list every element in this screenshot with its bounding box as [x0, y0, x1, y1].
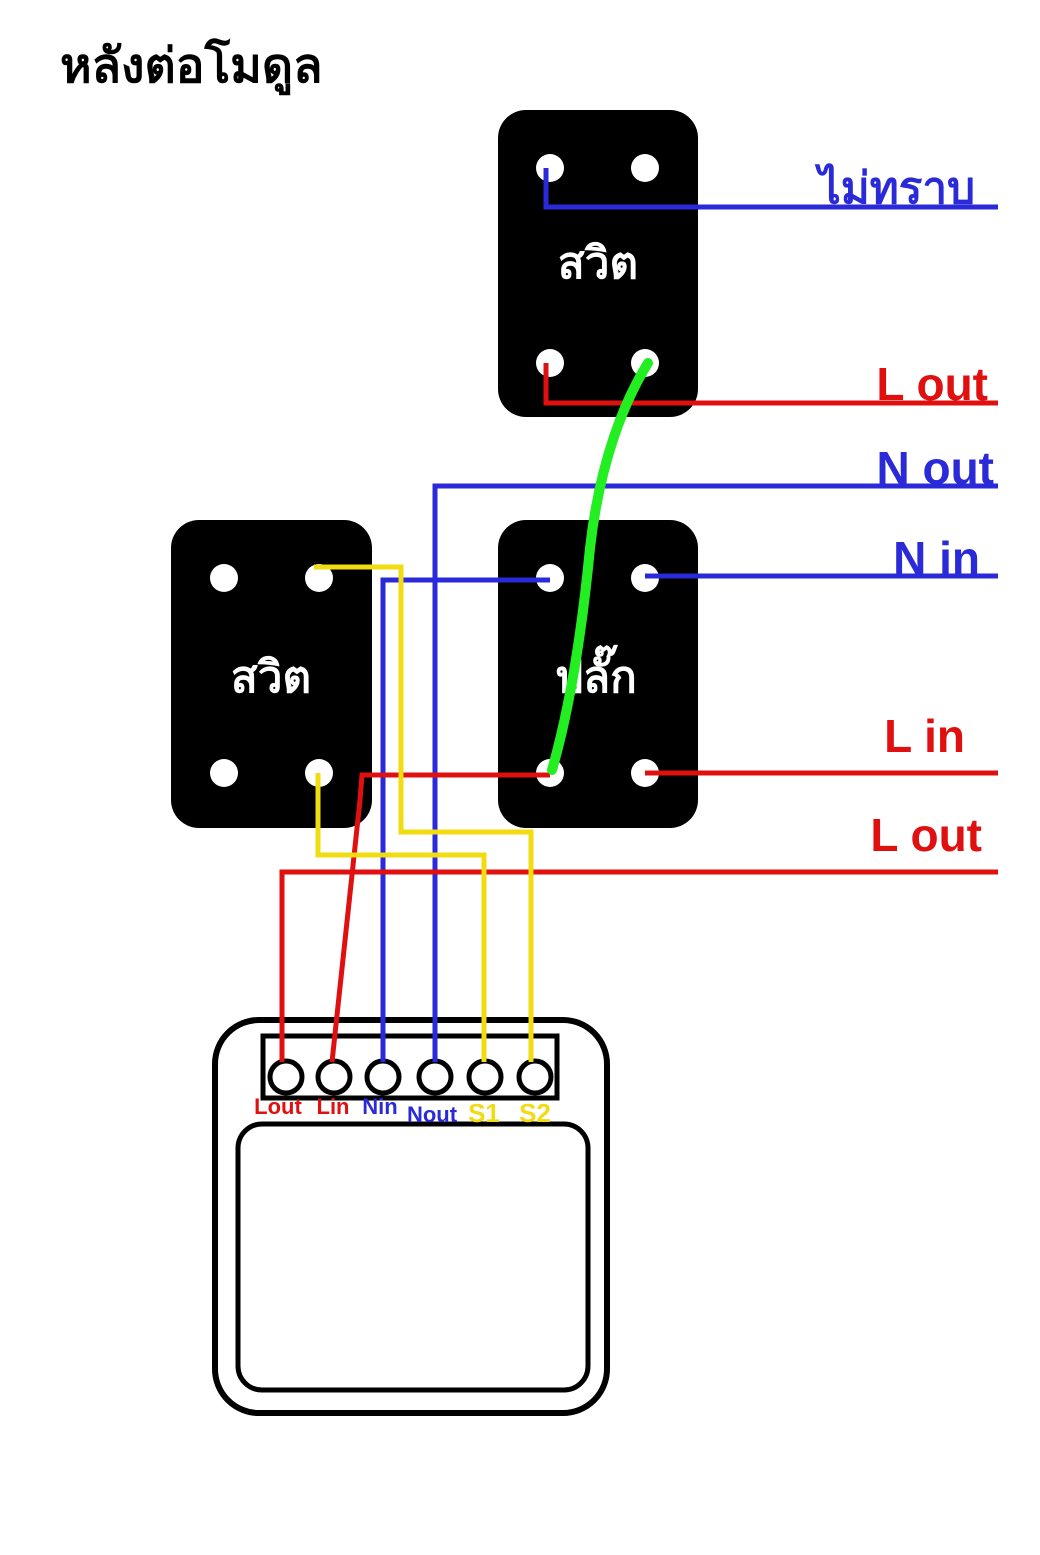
switch-top-terminal-tl [536, 154, 564, 182]
terminal-label-lin: Lin [317, 1094, 350, 1119]
switch-left-terminal-bl [210, 759, 238, 787]
terminal-label-s2: S2 [519, 1098, 551, 1128]
module-terminal-s2 [516, 1058, 554, 1096]
switch-top: สวิต [498, 110, 698, 417]
switch-left-label: สวิต [231, 652, 311, 703]
wire-label-l-in: L in [884, 710, 965, 762]
module-terminal-s1 [466, 1058, 504, 1096]
wire-label-l-out-top: L out [876, 358, 988, 410]
terminal-label-s1: S1 [468, 1098, 500, 1128]
terminal-label-lout: Lout [254, 1094, 302, 1119]
terminal-label-nout: Nout [407, 1102, 458, 1127]
wire-jumper [547, 358, 653, 775]
module-terminal-nout [416, 1058, 454, 1096]
module [212, 1017, 610, 1416]
switch-top-terminal-bl [536, 349, 564, 377]
switch-top-terminal-tr [631, 154, 659, 182]
terminal-label-nin: Nin [362, 1094, 397, 1119]
wire-l-out-bottom [279, 869, 998, 1062]
switch-left-terminal-tl [210, 564, 238, 592]
wire-label-unknown: ไม่ทราบ [815, 162, 975, 213]
wire-label-n-in: N in [893, 532, 980, 584]
module-face [235, 1121, 591, 1393]
wire-label-n-out: N out [876, 442, 994, 494]
wire-l-out-top [543, 363, 998, 406]
switch-left-terminal-tr [305, 564, 333, 592]
wire-l-in-module [329, 772, 550, 1063]
wire-s1 [315, 773, 487, 1062]
module-body [212, 1017, 610, 1416]
module-terminal-lout [267, 1058, 305, 1096]
switch-top-label: สวิต [558, 238, 638, 289]
wire-s2 [314, 564, 534, 1062]
wire-unknown [543, 168, 998, 210]
page-title: หลังต่อโมดูล [60, 37, 323, 96]
switch-left: สวิต [171, 520, 372, 828]
module-terminal-block [260, 1033, 560, 1101]
wire-n-in-module [380, 577, 550, 1062]
module-terminal-lin [315, 1058, 353, 1096]
module-terminal-nin [364, 1058, 402, 1096]
wire-label-l-out-bottom: L out [870, 809, 982, 861]
plug-box: ปลั๊ก [498, 520, 698, 828]
